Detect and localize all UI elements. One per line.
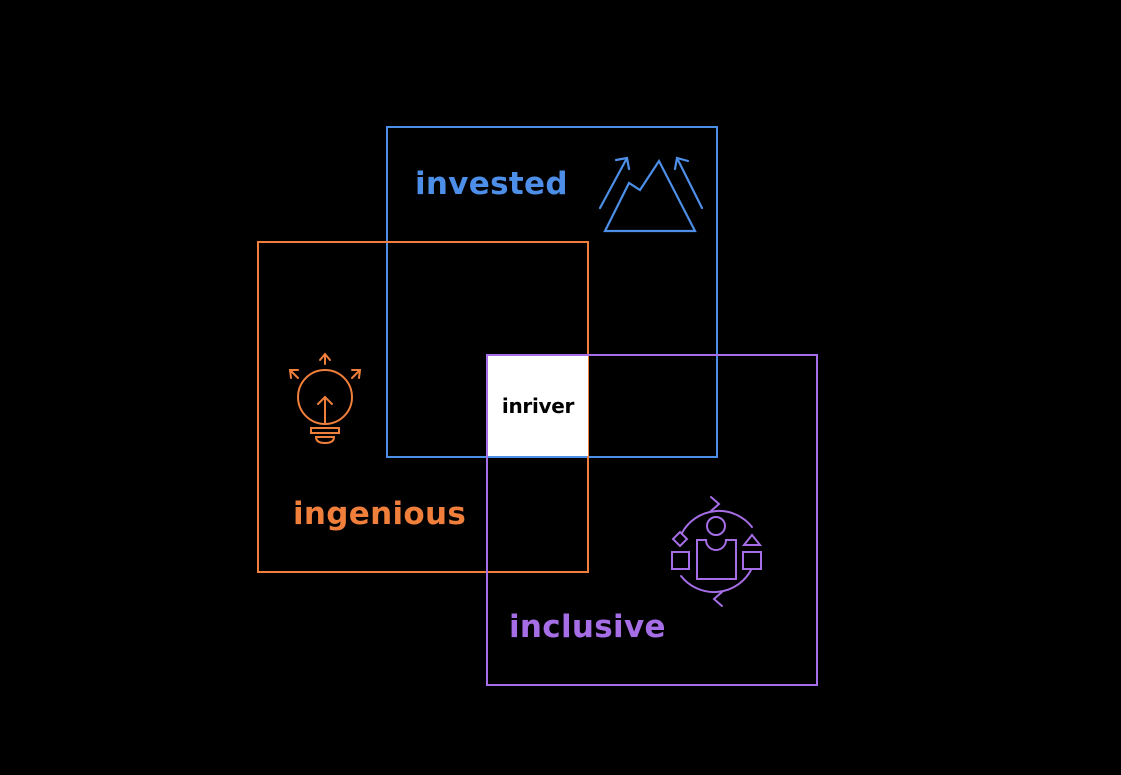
invested-square bbox=[386, 126, 718, 458]
people-cycle-icon bbox=[671, 496, 763, 607]
mountain-arrows-icon bbox=[598, 156, 704, 233]
center-overlap-inriver: inriver bbox=[488, 356, 588, 456]
ingenious-label: ingenious bbox=[293, 496, 467, 532]
inclusive-square bbox=[486, 354, 818, 686]
ingenious-square bbox=[257, 241, 589, 573]
inclusive-label: inclusive bbox=[509, 609, 666, 645]
invested-label: invested bbox=[415, 166, 568, 202]
center-label: inriver bbox=[501, 394, 575, 418]
lightbulb-icon bbox=[288, 352, 362, 445]
